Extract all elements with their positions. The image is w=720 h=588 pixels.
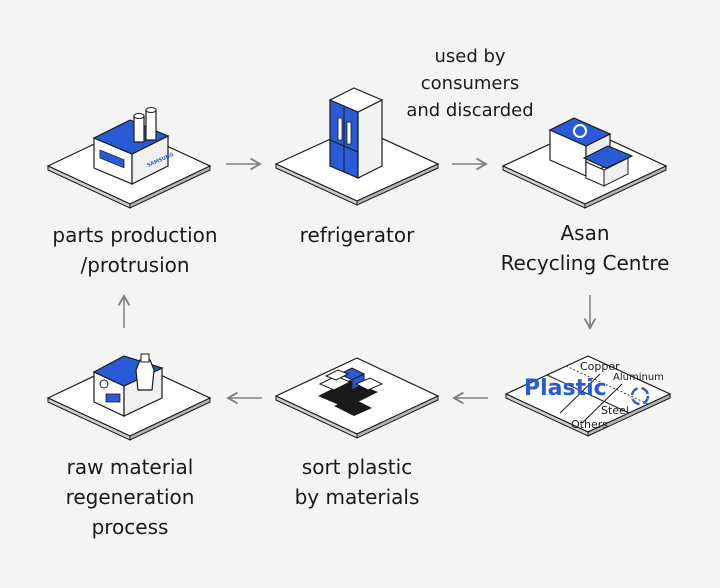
sorting-machine-icon <box>274 357 440 439</box>
recycling-building-icon <box>501 117 668 209</box>
plastic-label: Plastic <box>524 376 607 401</box>
note-line-3: and discarded <box>406 100 534 121</box>
sorting-grid-icon: Plastic Copper Aluminum Steel Others <box>504 355 672 437</box>
recycle-icon <box>630 386 650 406</box>
label-line-2: regeneration <box>65 485 195 509</box>
label-line-3: process <box>91 515 169 539</box>
label-line-2: by materials <box>294 485 420 509</box>
label-line-2: /protrusion <box>80 253 190 277</box>
parts-production-label: parts production /protrusion <box>30 220 240 280</box>
label-line-1: parts production <box>52 223 218 247</box>
recycling-centre-label: Asan Recycling Centre <box>490 218 680 278</box>
note-line-1: used by <box>434 46 506 67</box>
label-line-1: sort plastic <box>301 455 413 479</box>
label-line-1: refrigerator <box>299 223 415 247</box>
steel-label: Steel <box>601 404 629 417</box>
note-line-2: consumers <box>420 73 520 94</box>
label-line-1: Asan <box>560 221 610 245</box>
aluminum-label: Aluminum <box>613 372 664 383</box>
factory-icon: SAMSUNG <box>46 107 212 209</box>
label-line-1: raw material <box>66 455 194 479</box>
label-line-2: Recycling Centre <box>500 251 670 275</box>
refrigerator-label: refrigerator <box>277 220 437 250</box>
copper-label: Copper <box>580 360 620 373</box>
raw-material-label: raw material regeneration process <box>40 452 220 542</box>
others-label: Others <box>571 418 608 431</box>
refrigerator-icon <box>274 87 440 206</box>
discard-note: used by consumers and discarded <box>400 43 540 124</box>
sort-plastic-label: sort plastic by materials <box>272 452 442 512</box>
plant-icon <box>46 353 212 441</box>
